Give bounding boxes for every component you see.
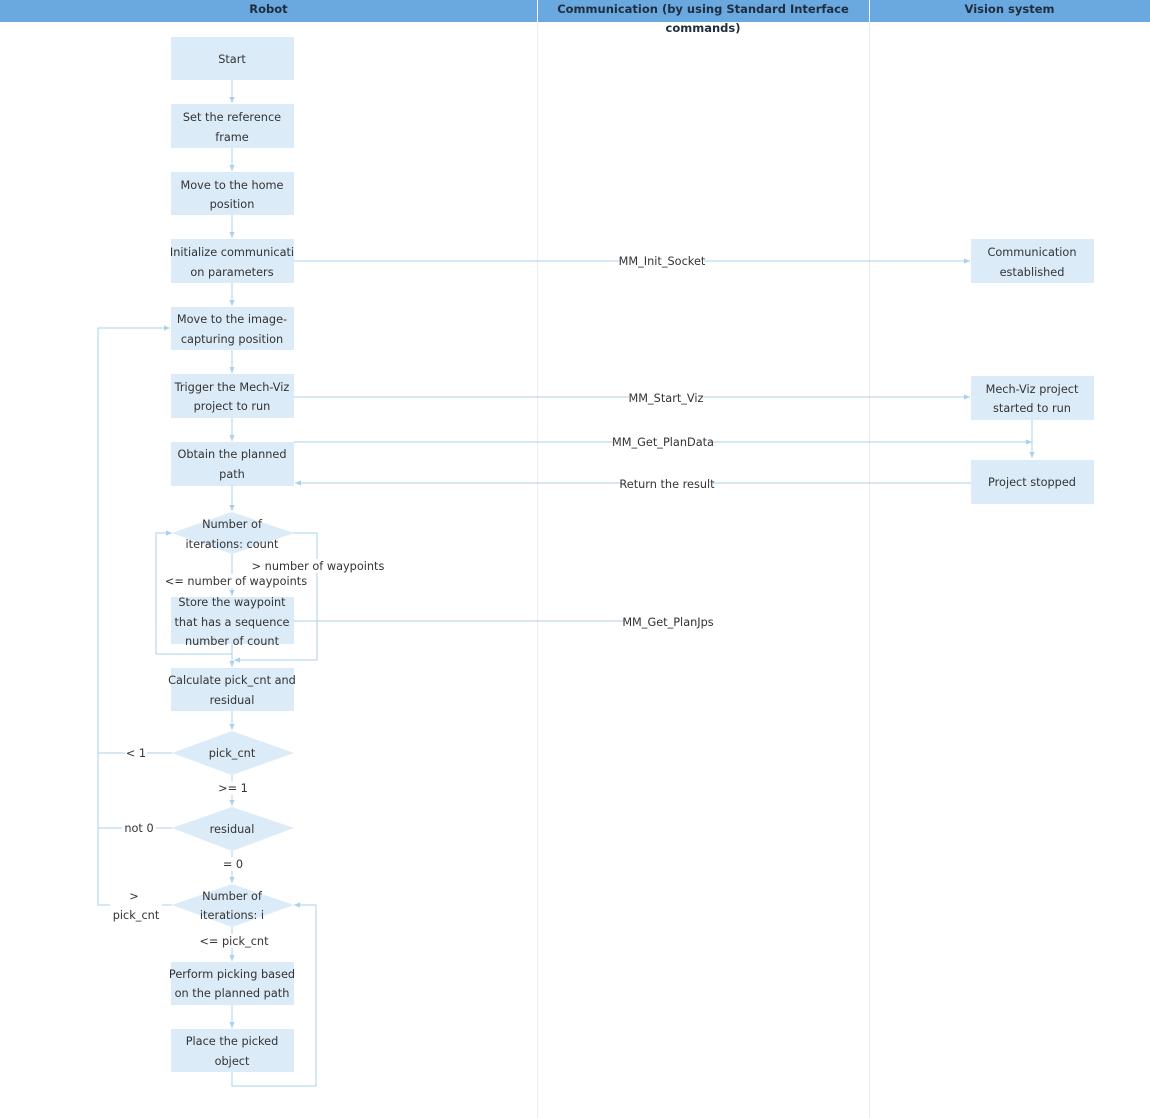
svg-text:Place the picked: Place the picked (186, 1035, 279, 1048)
node-perform-picking: Perform picking based on the planned pat… (169, 962, 295, 1005)
svg-text:Calculate pick_cnt and: Calculate pick_cnt and (168, 674, 296, 687)
svg-text:pick_cnt: pick_cnt (209, 747, 256, 760)
node-store-waypoint: Store the waypoint that has a sequence n… (171, 596, 294, 648)
svg-text:Communication: Communication (987, 246, 1076, 259)
node-mechviz-started: Mech-Viz project started to run (971, 376, 1094, 420)
node-communication-established: Communication established (971, 239, 1094, 283)
svg-text:Mech-Viz project: Mech-Viz project (986, 383, 1079, 396)
decision-pickcnt: pick_cnt (172, 731, 294, 775)
svg-text:Project stopped: Project stopped (988, 476, 1076, 489)
node-set-reference-frame: Set the reference frame (171, 104, 294, 148)
label-gt-pickcnt-1: > (129, 890, 138, 903)
edge-itercount-exit (234, 532, 318, 663)
svg-text:position: position (210, 198, 255, 211)
edge-labels: MM_Init_Socket MM_Start_Viz MM_Get_PlanD… (110, 254, 715, 948)
label-start-viz: MM_Start_Viz (629, 392, 704, 405)
svg-text:frame: frame (215, 131, 249, 144)
decision-iterations-count: Number of iterations: count (172, 512, 294, 554)
node-move-capture: Move to the image- capturing position (171, 307, 294, 350)
label-le-waypoints: <= number of waypoints (165, 575, 307, 588)
svg-text:Set the reference: Set the reference (183, 111, 281, 124)
svg-text:on parameters: on parameters (190, 266, 273, 279)
label-gt-waypoints: > number of waypoints (252, 560, 385, 573)
lane-divider-2 (869, 22, 870, 1118)
node-calculate-pickcnt: Calculate pick_cnt and residual (168, 668, 296, 711)
lane-title-vision: Vision system (964, 2, 1055, 16)
node-init-communication: Initialize communicati on parameters (170, 239, 294, 283)
svg-text:object: object (215, 1055, 250, 1068)
svg-text:Move to the image-: Move to the image- (177, 313, 287, 326)
svg-text:Obtain the planned: Obtain the planned (177, 448, 286, 461)
label-get-plandata: MM_Get_PlanData (612, 436, 714, 449)
svg-text:number of count: number of count (185, 635, 280, 648)
svg-text:residual: residual (210, 823, 255, 836)
svg-text:project to run: project to run (194, 400, 271, 413)
svg-text:Perform picking based: Perform picking based (169, 968, 295, 981)
edge-pickcnt-lt1 (97, 325, 172, 754)
header-divider-2 (869, 0, 870, 22)
svg-text:Trigger the Mech-Viz: Trigger the Mech-Viz (174, 381, 290, 394)
svg-text:Store the waypoint: Store the waypoint (178, 596, 286, 609)
node-start-label: Start (218, 53, 246, 66)
label-eq-0: = 0 (223, 858, 243, 871)
lane-header-bar (0, 0, 1150, 22)
node-place-object: Place the picked object (171, 1029, 294, 1072)
svg-text:iterations: i: iterations: i (200, 909, 264, 922)
label-le-pickcnt: <= pick_cnt (199, 935, 269, 948)
svg-text:started to run: started to run (993, 402, 1071, 415)
decision-iterations-i: Number of iterations: i (172, 884, 294, 927)
svg-text:Number of: Number of (202, 518, 263, 531)
lane-title-communication: Communication (by using Standard Interfa… (557, 2, 849, 35)
svg-text:Initialize communicati: Initialize communicati (170, 246, 294, 259)
label-not-0: not 0 (124, 822, 153, 835)
node-project-stopped: Project stopped (971, 460, 1094, 504)
svg-text:iterations: count: iterations: count (186, 538, 279, 551)
lane-title-robot: Robot (249, 2, 288, 16)
nodes: Start Set the reference frame Move to th… (168, 37, 1094, 1072)
label-return-result: Return the result (619, 478, 715, 491)
node-move-home: Move to the home position (171, 172, 294, 215)
node-obtain-path: Obtain the planned path (171, 442, 294, 486)
label-ge-1: >= 1 (218, 782, 248, 795)
svg-text:Move to the home: Move to the home (181, 179, 284, 192)
edge-store-loopback (155, 530, 233, 655)
node-start: Start (171, 37, 294, 80)
svg-text:residual: residual (210, 694, 255, 707)
label-gt-pickcnt-2: pick_cnt (113, 909, 160, 922)
node-trigger-mechviz: Trigger the Mech-Viz project to run (171, 374, 294, 418)
svg-text:established: established (1000, 266, 1065, 279)
svg-text:that has a sequence: that has a sequence (174, 616, 289, 629)
svg-text:Number of: Number of (202, 890, 263, 903)
label-lt-1: < 1 (126, 747, 146, 760)
svg-text:capturing position: capturing position (181, 333, 283, 346)
label-get-planjps: MM_Get_PlanJps (622, 616, 713, 629)
header-divider-1 (537, 0, 538, 22)
edge-place-loopback (231, 902, 317, 1087)
decision-residual: residual (172, 807, 294, 851)
svg-text:on the planned path: on the planned path (175, 987, 290, 1000)
lane-divider-1 (537, 22, 538, 1118)
label-init-socket: MM_Init_Socket (619, 255, 706, 268)
svg-text:path: path (219, 468, 245, 481)
